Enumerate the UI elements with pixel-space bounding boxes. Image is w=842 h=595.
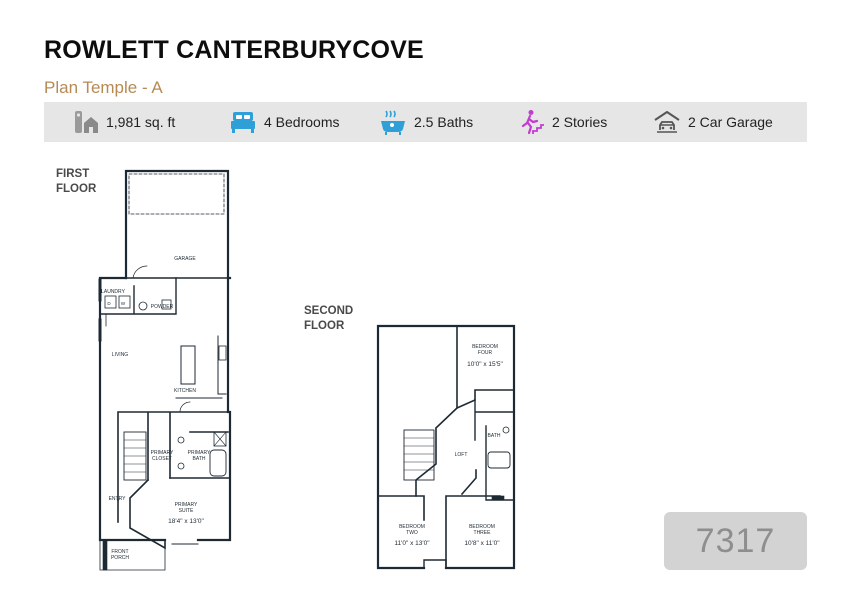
room-kitchen: KITCHEN: [174, 388, 196, 394]
room-bedroom-four-line1: BEDROOM: [472, 344, 498, 350]
room-bedroom-two-dims: 11'0" x 13'0": [394, 540, 430, 547]
spec-stories-label: 2 Stories: [552, 114, 608, 130]
room-bedroom-three-line2: THREE: [474, 530, 492, 536]
first-floor-label: FIRST FLOOR: [56, 167, 96, 197]
room-primary-suite-line2: SUITE: [179, 508, 194, 514]
home-size-icon: [75, 111, 98, 133]
room-bedroom-four-dims: 10'0" x 15'5": [467, 361, 503, 368]
plan-number-badge: 7317: [664, 512, 807, 570]
second-floor-label-line1: SECOND: [304, 305, 354, 317]
first-floor-label-line1: FIRST: [56, 168, 90, 180]
room-bath-upstairs: BATH: [488, 433, 501, 439]
community-title: ROWLETT CANTERBURYCOVE: [44, 36, 424, 64]
spec-sqft-label: 1,981 sq. ft: [106, 114, 176, 130]
spec-bar: 1,981 sq. ft 4 Bedrooms 2.5 Baths 2 Stor…: [44, 102, 807, 142]
bed-icon: [231, 112, 255, 133]
appliance-dryer: D: [107, 301, 111, 306]
room-entry: ENTRY: [109, 496, 127, 502]
room-bedroom-three-line1: BEDROOM: [469, 524, 495, 530]
appliance-washer: W: [121, 301, 126, 306]
bathtub-icon: [381, 110, 405, 135]
room-primary-bath-line2: BATH: [193, 456, 206, 462]
room-bedroom-two-line2: TWO: [406, 530, 418, 536]
room-powder: POWDER: [151, 304, 174, 310]
room-bedroom-two-line1: BEDROOM: [399, 524, 425, 530]
plan-name: Plan Temple - A: [44, 78, 163, 97]
room-primary-suite-dims: 18'4" x 13'0": [168, 518, 204, 525]
spec-baths-label: 2.5 Baths: [414, 114, 474, 130]
first-floor-plan: [98, 169, 232, 571]
spec-stories: 2 Stories: [518, 102, 607, 142]
room-bedroom-four-line2: FOUR: [478, 350, 493, 356]
second-floor-plan: [376, 324, 516, 570]
spec-garage-label: 2 Car Garage: [688, 114, 773, 130]
room-front-porch-line2: PORCH: [111, 555, 129, 561]
room-laundry: LAUNDRY: [101, 289, 125, 295]
stairs-walker-icon: [521, 110, 544, 135]
second-floor-label: SECOND FLOOR: [304, 304, 353, 334]
spec-bedrooms: 4 Bedrooms: [230, 102, 339, 142]
room-bedroom-three-dims: 10'8" x 11'0": [464, 540, 500, 547]
spec-garage: 2 Car Garage: [654, 102, 773, 142]
spec-sqft: 1,981 sq. ft: [74, 102, 175, 142]
second-floor-label-line2: FLOOR: [304, 320, 345, 332]
garage-icon: [654, 111, 680, 133]
room-primary-bath-line1: PRIMARY: [188, 450, 211, 456]
first-floor-label-line2: FLOOR: [56, 183, 97, 195]
room-primary-closet-line2: CLOSET: [152, 456, 172, 462]
room-primary-closet-line1: PRIMARY: [151, 450, 174, 456]
room-garage: GARAGE: [174, 256, 196, 262]
spec-bedrooms-label: 4 Bedrooms: [264, 114, 340, 130]
room-primary-suite-line1: PRIMARY: [175, 502, 198, 508]
spec-baths: 2.5 Baths: [380, 102, 473, 142]
room-front-porch-line1: FRONT: [111, 549, 128, 555]
room-loft: LOFT: [455, 452, 468, 458]
room-living: LIVING: [112, 352, 129, 358]
